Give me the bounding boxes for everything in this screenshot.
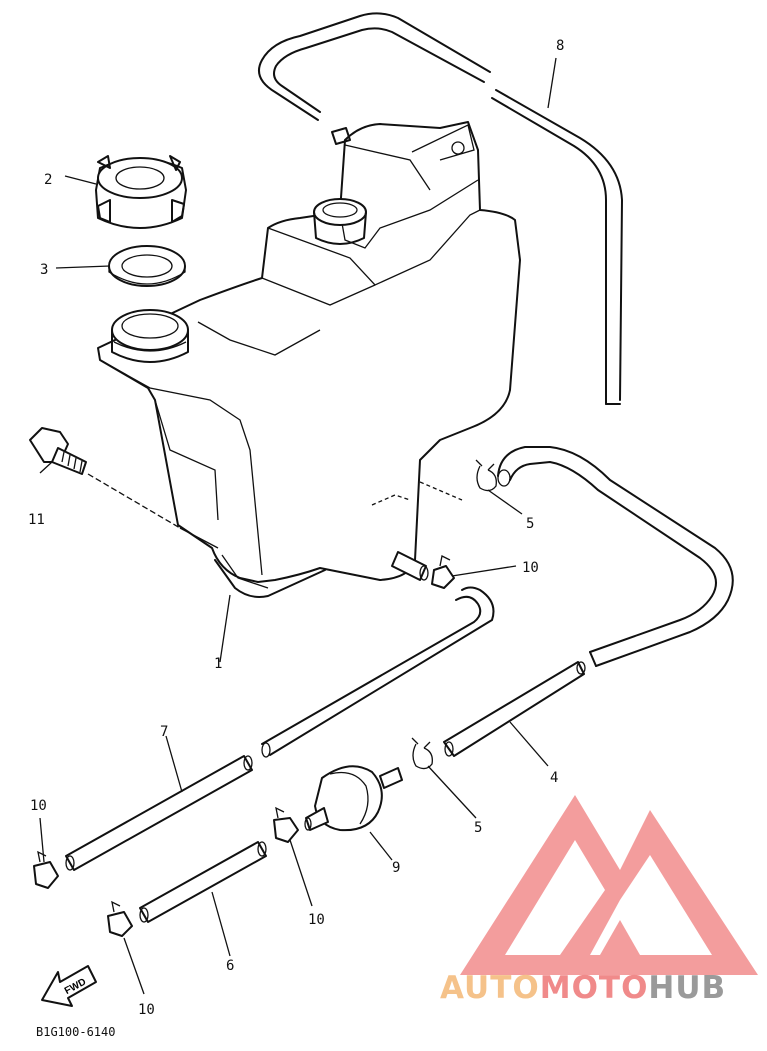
watermark-moto: MOTO xyxy=(540,970,649,1006)
bolt-11 xyxy=(29,427,219,549)
callout-2: 2 xyxy=(44,172,52,188)
watermark-text: AUTOMOTOHUB xyxy=(440,970,726,1006)
watermark-auto: AUTO xyxy=(440,970,540,1006)
filter-9 xyxy=(304,765,403,832)
callout-5-lower: 5 xyxy=(474,820,482,836)
hose-4 xyxy=(443,446,734,757)
callout-10-hose7: 10 xyxy=(30,798,47,814)
callout-6: 6 xyxy=(226,958,234,974)
clamp-10-hose7 xyxy=(33,850,59,889)
callout-5-upper: 5 xyxy=(526,516,534,532)
callout-10-tank: 10 xyxy=(522,560,539,576)
callout-11: 11 xyxy=(28,512,45,528)
callout-8: 8 xyxy=(556,38,564,54)
callout-10-hose6: 10 xyxy=(138,1002,155,1018)
callout-3: 3 xyxy=(40,262,48,278)
fwd-arrow: FWD xyxy=(41,965,97,1007)
callout-9: 9 xyxy=(392,860,400,876)
clip-5-lower xyxy=(411,737,433,770)
hose-7 xyxy=(65,586,495,871)
clip-5-upper xyxy=(475,459,497,492)
reservoir-tank xyxy=(97,121,521,598)
clamp-10-tank xyxy=(431,555,455,589)
callout-7: 7 xyxy=(160,724,168,740)
cap-2 xyxy=(95,155,187,229)
callout-1: 1 xyxy=(214,656,222,672)
hose-8 xyxy=(258,12,623,405)
seal-3 xyxy=(108,245,186,287)
clamp-10-hose6 xyxy=(107,900,133,937)
clamp-10-filter xyxy=(273,806,299,843)
watermark-logo xyxy=(460,795,758,975)
part-code: B1G100-6140 xyxy=(36,1025,115,1039)
watermark-hub: HUB xyxy=(648,970,726,1006)
hose-6 xyxy=(139,841,267,923)
svg-text:AUTOMOTOHUB: AUTOMOTOHUB xyxy=(440,970,726,1006)
leader-lines xyxy=(39,57,557,995)
callout-4: 4 xyxy=(550,770,558,786)
callout-10-filter: 10 xyxy=(308,912,325,928)
callouts: 2 3 8 11 1 5 10 4 5 7 9 10 10 6 10 xyxy=(28,38,564,1018)
